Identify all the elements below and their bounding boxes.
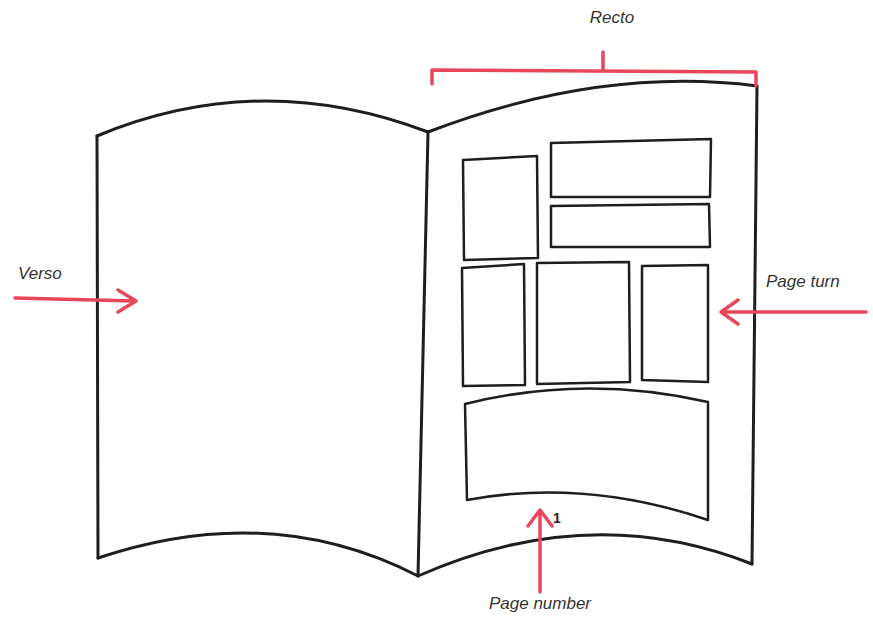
comic-panel [551, 139, 711, 197]
book-spine [418, 132, 428, 576]
part-label: Verso [18, 264, 98, 284]
comic-panel [462, 264, 525, 386]
callouts [15, 52, 866, 592]
comic-panels [462, 139, 711, 520]
pointer-arrow [15, 290, 136, 312]
comic-panel [642, 265, 708, 382]
pointer-arrow [721, 300, 866, 324]
comic-panel [463, 156, 538, 260]
page-edge [97, 136, 98, 558]
comic-panel [537, 262, 630, 384]
pointer-arrow [528, 510, 552, 592]
comic-panel [551, 204, 710, 247]
page-edge [98, 533, 418, 576]
page-number: 1 [553, 508, 573, 528]
page-edge [752, 86, 757, 564]
book-outline [97, 81, 757, 576]
part-label: Page number [460, 594, 620, 614]
page-edge [418, 535, 752, 576]
comic-panel [465, 388, 708, 520]
part-label: Page turn [766, 272, 873, 292]
page-edge [97, 101, 428, 136]
recto-bracket [432, 52, 756, 86]
part-label: Recto [552, 8, 672, 28]
page-edge [428, 81, 757, 132]
